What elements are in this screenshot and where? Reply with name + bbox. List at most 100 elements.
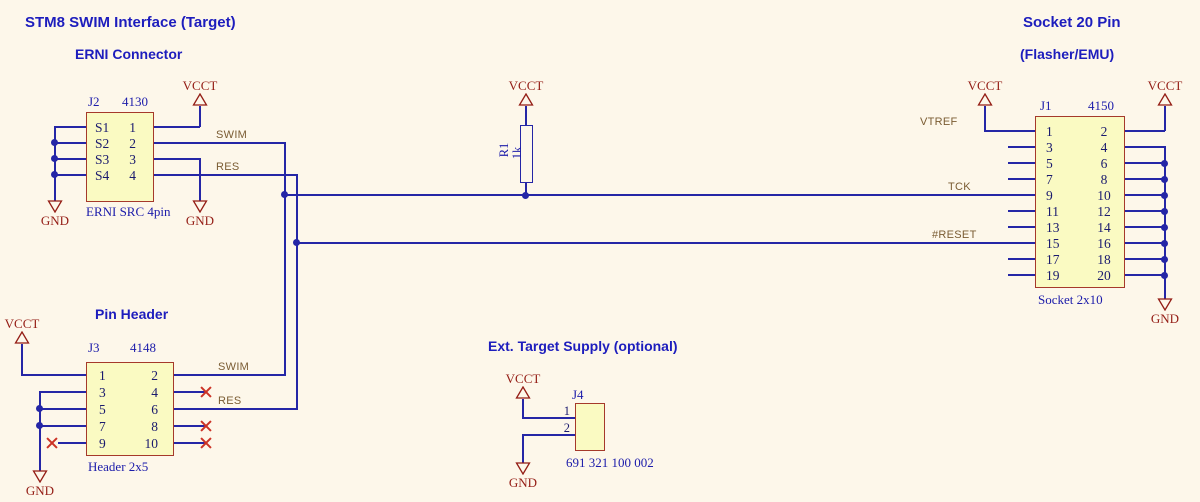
wire-segment	[1125, 258, 1165, 260]
wire-segment	[1125, 226, 1165, 228]
j2-footprint: ERNI SRC 4pin	[86, 204, 171, 219]
wire-segment	[174, 391, 205, 393]
pin-number: 7	[99, 419, 106, 434]
wire-segment	[55, 126, 86, 128]
junction-dot	[522, 192, 529, 199]
wire-segment-tck	[284, 194, 1036, 196]
power-label: GND	[25, 483, 55, 498]
pin-number: 3	[1046, 140, 1053, 155]
pin-number: 7	[1046, 172, 1053, 187]
power-label: VCCT	[505, 371, 541, 386]
pin-number: 6	[1100, 156, 1108, 171]
wire-segment	[522, 417, 575, 419]
pin-number: 2	[151, 368, 158, 383]
wire-stub	[1008, 226, 1035, 228]
ground-icon	[515, 462, 531, 475]
gnd-flag: GND	[18, 470, 62, 498]
j3-footprint: Header 2x5	[88, 459, 149, 474]
wire-segment	[21, 344, 23, 375]
j4-footprint: 691 321 100 002	[566, 455, 654, 470]
power-arrow-icon	[1157, 93, 1173, 106]
junction-dot	[1161, 176, 1168, 183]
junction-dot	[1161, 160, 1168, 167]
power-label: VCCT	[4, 316, 40, 331]
wire-segment	[199, 158, 201, 201]
pin-number: 10	[1097, 188, 1111, 203]
pin-number: 5	[99, 402, 106, 417]
no-connect-icon	[46, 437, 58, 449]
wire-segment	[1125, 210, 1165, 212]
net-label-reset: #RESET	[932, 229, 977, 241]
wire-stub	[1008, 274, 1035, 276]
wire-segment	[1125, 162, 1165, 164]
vcct-flag: VCCT	[0, 316, 44, 344]
wire-segment	[1125, 146, 1165, 148]
pin-number: 16	[1097, 236, 1111, 251]
wire-segment-swim	[154, 142, 285, 144]
pin-number: 2	[129, 136, 136, 151]
pin-number: 19	[1046, 268, 1060, 283]
power-label: GND	[40, 213, 70, 228]
vcct-flag: VCCT	[501, 371, 545, 399]
component-r1-resistor[interactable]	[520, 125, 533, 183]
pin-header-title: Pin Header	[95, 306, 169, 322]
junction-dot	[293, 239, 300, 246]
pin-number: 9	[1046, 188, 1053, 203]
gnd-flag: GND	[501, 462, 545, 490]
pin-number: 9	[99, 436, 106, 451]
wire-segment	[1125, 194, 1165, 196]
j2-value: 4130	[122, 94, 148, 109]
wire-stub	[1008, 210, 1035, 212]
junction-dot	[51, 171, 58, 178]
wire-segment	[55, 174, 86, 176]
power-arrow-icon	[192, 93, 208, 106]
no-connect-icon	[200, 437, 212, 449]
no-connect-icon	[200, 420, 212, 432]
junction-dot	[1161, 192, 1168, 199]
wire-segment	[1125, 130, 1165, 132]
gnd-flag: GND	[178, 200, 222, 228]
j3-ref: J3	[88, 340, 100, 355]
component-j4-supply-connector[interactable]	[575, 403, 605, 451]
wire-segment-gnd-bus	[1164, 146, 1166, 299]
pin-number: 20	[1097, 268, 1111, 283]
pin-number: 8	[1100, 172, 1108, 187]
j1-value: 4150	[1088, 98, 1114, 113]
vcct-flag: VCCT	[1143, 78, 1187, 106]
wire-stub	[1008, 178, 1035, 180]
ground-icon	[32, 470, 48, 483]
pin-number: 2	[1100, 124, 1108, 139]
wire-segment-res	[154, 174, 297, 176]
power-label: GND	[508, 475, 538, 490]
gnd-flag: GND	[33, 200, 77, 228]
j1-footprint: Socket 2x10	[1038, 292, 1103, 307]
junction-dot	[51, 139, 58, 146]
pin-name: S1	[95, 120, 110, 135]
wire-segment	[40, 408, 86, 410]
wire-segment	[522, 434, 524, 463]
wire-segment	[522, 434, 575, 436]
r1-value: 1k	[510, 146, 524, 160]
pin-number: 3	[129, 152, 136, 167]
pin-row: 9 10	[1036, 188, 1124, 204]
j3-value: 4148	[130, 340, 156, 355]
ground-icon	[47, 200, 63, 213]
pin-number: 11	[1046, 204, 1059, 219]
junction-dot	[36, 405, 43, 412]
pin-number: 8	[151, 419, 158, 434]
power-label: GND	[1150, 311, 1180, 326]
pin-number: 5	[1046, 156, 1053, 171]
wire-segment-res	[296, 174, 298, 410]
